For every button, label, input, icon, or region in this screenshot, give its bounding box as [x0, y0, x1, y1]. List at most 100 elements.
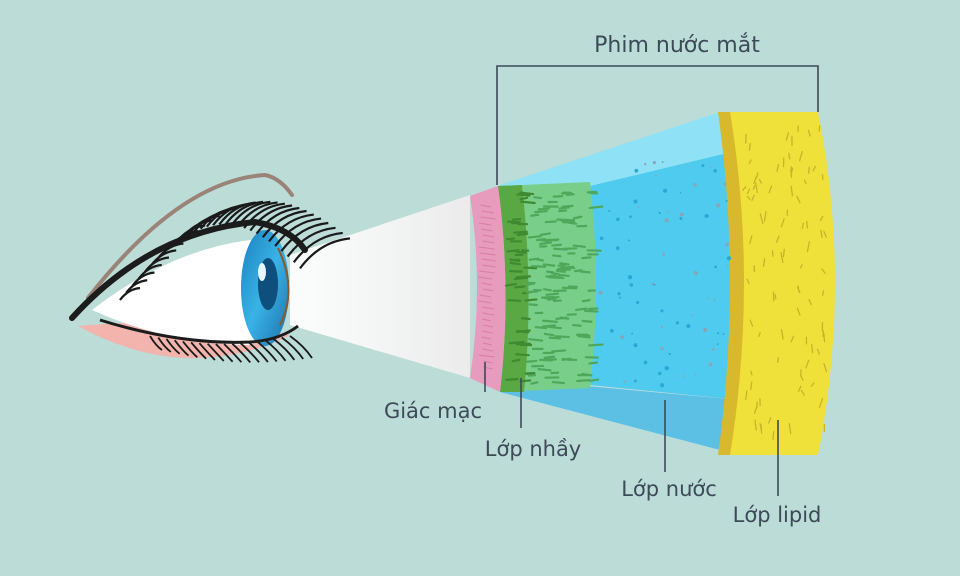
cornea-texture-mark: [481, 282, 493, 286]
upper-lash: [274, 217, 322, 247]
water-texture-mark: [627, 274, 633, 280]
water-texture-mark: [713, 298, 716, 301]
mucus-texture-mark: [543, 332, 555, 337]
mucus-texture-mark: [534, 326, 548, 330]
water-texture-mark: [716, 343, 719, 346]
lower-lash: [231, 343, 251, 363]
mucus-texture-mark: [506, 237, 516, 241]
lipid-texture-mark: [806, 220, 808, 229]
mucus-texture-mark: [519, 196, 529, 201]
mucus-texture-mark: [516, 232, 529, 237]
mucus-texture-mark: [581, 319, 593, 323]
mucus-texture-mark: [581, 299, 591, 303]
mucus-texture-mark: [548, 276, 564, 280]
lipid-texture-mark: [800, 374, 804, 381]
lipid-texture-mark: [801, 222, 804, 229]
water-texture-mark: [679, 212, 684, 217]
upper-lash: [299, 237, 351, 270]
mucus-texture-mark: [559, 265, 575, 270]
mucus-texture-mark: [514, 285, 526, 289]
water-texture-mark: [679, 217, 683, 220]
cornea-texture-mark: [478, 354, 495, 358]
water-texture-mark: [629, 215, 632, 218]
cornea-texture-mark: [479, 270, 495, 274]
lipid-texture-mark: [797, 285, 800, 292]
lipid-texture-mark: [756, 172, 759, 179]
lipid-texture-mark: [821, 290, 825, 296]
lipid-texture-mark: [803, 179, 807, 185]
lipid-texture-mark: [823, 332, 826, 343]
upper-lash: [237, 201, 278, 227]
water-texture-mark: [617, 292, 621, 296]
cornea-texture-mark: [481, 336, 492, 340]
water-texture-mark: [722, 332, 725, 335]
upper-lash: [131, 271, 155, 287]
lower-lash: [190, 341, 207, 360]
lipid-texture-mark: [780, 251, 784, 264]
mucus-texture-mark: [516, 193, 531, 197]
cornea-texture-mark: [478, 276, 493, 280]
lower-lash: [281, 336, 304, 360]
lipid-texture-mark: [818, 397, 824, 408]
mucus-texture-mark: [567, 221, 578, 225]
upper-lash: [292, 231, 343, 263]
lower-lash: [223, 343, 243, 363]
lipid-texture-mark: [750, 381, 753, 391]
cornea-texture-mark: [482, 318, 491, 322]
cornea-texture-mark: [479, 252, 496, 256]
cornea-texture-mark: [483, 288, 494, 292]
lipid-texture-mark: [758, 331, 761, 338]
mucus-texture-mark: [539, 358, 554, 362]
mucus-texture-mark: [539, 241, 553, 246]
cornea-texture-mark: [482, 240, 495, 244]
water-texture-mark: [598, 290, 603, 295]
water-texture-mark: [651, 282, 654, 286]
water-texture-mark: [664, 365, 669, 371]
lipid-texture-mark: [808, 299, 812, 306]
mucus-texture-mark: [548, 336, 562, 340]
lipid-texture-mark: [772, 430, 775, 440]
lipid-texture-mark: [821, 268, 826, 274]
lipid-texture-mark: [742, 186, 747, 191]
lower-lash: [248, 341, 269, 363]
water-texture-mark: [627, 239, 631, 242]
water-texture-mark: [725, 199, 728, 202]
water-texture-mark: [666, 210, 669, 213]
upper-lash: [137, 263, 162, 280]
lower-lash: [182, 340, 198, 358]
water-texture-mark: [694, 373, 697, 376]
water-texture-mark: [660, 346, 664, 351]
mucus-texture-mark: [545, 274, 557, 278]
lower-lash: [264, 339, 287, 362]
water-texture-mark: [658, 211, 661, 215]
mucus-texture-mark: [519, 379, 532, 383]
mucus-texture-mark: [509, 258, 521, 263]
water-texture-mark: [658, 371, 662, 376]
mucus-texture-mark: [542, 263, 556, 267]
water-texture-mark: [682, 375, 685, 377]
mucus-texture-mark: [550, 271, 560, 276]
mucus-texture-mark: [572, 244, 586, 248]
lipid-texture-mark: [806, 241, 811, 253]
mucus-layer-label: Lớp nhầy: [485, 437, 581, 461]
cornea-texture-mark: [482, 330, 493, 334]
water-texture-mark: [616, 217, 620, 222]
mucus-texture-mark: [571, 323, 582, 327]
mucus-texture-mark: [516, 329, 530, 334]
mucus-texture-mark: [561, 286, 578, 290]
cornea-texture-mark: [478, 246, 495, 250]
cornea-texture-mark: [478, 300, 492, 304]
cornea-layer: [470, 186, 506, 392]
mucus-texture-mark: [576, 379, 591, 383]
mucus-inner-strip: [498, 185, 529, 392]
lipid-texture-mark: [812, 165, 817, 172]
mucus-texture-mark: [543, 355, 556, 359]
lipid-layer-label: Lớp lipid: [733, 503, 822, 527]
lower-lash: [149, 335, 163, 351]
mucus-texture-mark: [504, 282, 517, 287]
mucus-texture-mark: [561, 204, 574, 208]
lower-lash: [256, 340, 278, 363]
mucus-texture-mark: [530, 265, 547, 268]
lipid-texture-mark: [790, 335, 795, 343]
lipid-texture-mark: [768, 185, 773, 194]
